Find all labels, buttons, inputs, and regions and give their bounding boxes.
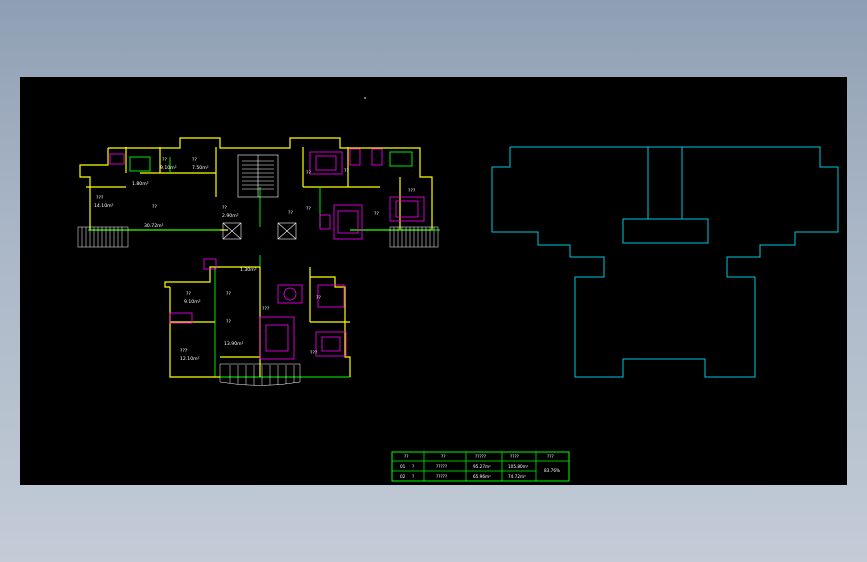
floor-plan: ?? ?? 9.10m² 7.50m² 1.80m² ??? 14.10m² ?… [77, 137, 440, 386]
stair-core [222, 154, 297, 240]
area-table: ?? ?? ????? ???? ??? 01 ? ????? 95.27m² … [391, 451, 570, 482]
room-label-9: ?? [222, 205, 227, 211]
table-row-0-type: ? [412, 464, 414, 469]
room-label-5: ??? [96, 195, 104, 201]
room-label-10: 2.90m² [222, 213, 239, 219]
room-label-27: 1.30m² [240, 267, 257, 273]
table-header-3: ???? [510, 454, 519, 459]
balconies [77, 226, 439, 386]
table-row-1-layout: ????? [436, 474, 447, 479]
room-label-17: ?? [186, 291, 191, 297]
room-label-8: 30.72m² [144, 223, 164, 229]
room-label-20: ??? [262, 306, 270, 312]
room-label-21: ?? [226, 319, 231, 325]
table-header-2: ????? [475, 454, 486, 459]
room-label-22: 13.90m² [224, 341, 244, 347]
room-label-13: ?? [344, 168, 349, 174]
cad-viewport[interactable]: ?? ?? 9.10m² 7.50m² 1.80m² ??? 14.10m² ?… [20, 77, 847, 485]
table-row-1-built: 74.72m² [508, 474, 526, 479]
table-row-0-built: 105.80m² [508, 464, 529, 469]
origin-marker [364, 97, 366, 99]
room-label-4: 1.80m² [132, 181, 149, 187]
room-label-11: ?? [288, 210, 293, 216]
room-label-7: ?? [152, 204, 157, 210]
drawing-canvas: ?? ?? 9.10m² 7.50m² 1.80m² ??? 14.10m² ?… [77, 97, 839, 482]
room-label-24: 12.10m² [180, 356, 200, 362]
table-row-1-type: ? [412, 474, 414, 479]
table-row-0-layout: ????? [436, 464, 447, 469]
table-row-1-id: 02 [400, 474, 406, 479]
room-label-1: ?? [192, 157, 197, 163]
room-labels: ?? ?? 9.10m² 7.50m² 1.80m² ??? 14.10m² ?… [94, 157, 416, 362]
table-header-4: ??? [547, 454, 554, 459]
room-label-2: 9.10m² [160, 165, 177, 171]
table-header-1: ?? [441, 454, 445, 459]
room-label-23: ??? [180, 348, 188, 354]
table-header-0: ?? [404, 454, 408, 459]
room-label-12: ?? [306, 206, 311, 212]
room-label-26: ?? [316, 295, 321, 301]
room-label-25: ??? [310, 350, 318, 356]
room-label-6: 14.10m² [94, 203, 114, 209]
table-row-1-usable: 65.96m² [473, 474, 491, 479]
furniture [109, 148, 425, 360]
table-row-0-usable: 95.27m² [473, 464, 491, 469]
room-label-16: ??? [408, 188, 416, 194]
room-label-0: ?? [162, 157, 167, 163]
table-row-0-id: 01 [400, 464, 406, 469]
room-label-19: ?? [226, 291, 231, 297]
room-label-3: 7.50m² [192, 165, 209, 171]
room-label-14: ?? [306, 170, 311, 176]
table-ratio: 83.76% [544, 468, 560, 473]
room-label-15: ?? [374, 211, 379, 217]
outline-plan [491, 146, 839, 378]
room-label-18: 9.10m² [184, 299, 201, 305]
